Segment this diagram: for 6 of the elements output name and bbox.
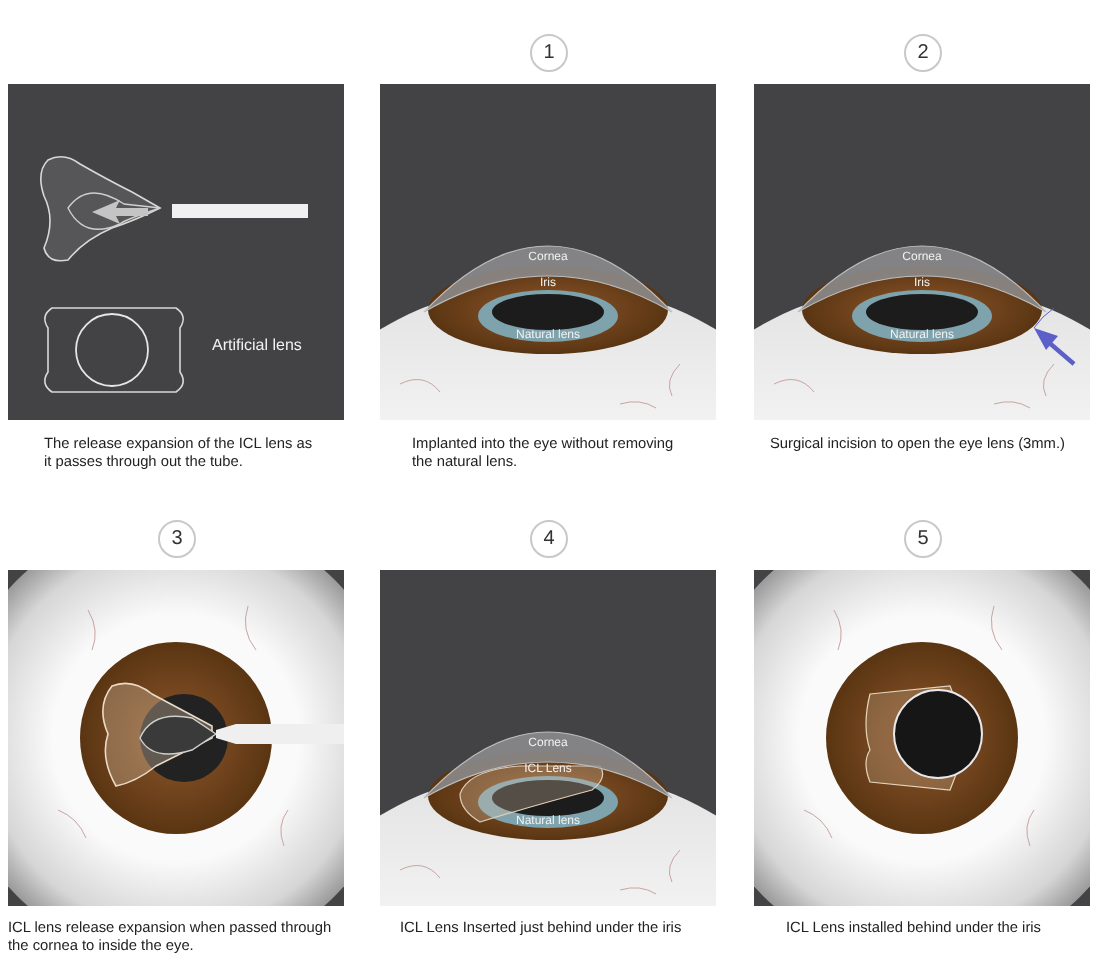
step-number: 3	[158, 520, 196, 558]
step-number: 2	[904, 34, 942, 72]
step-number: 5	[904, 520, 942, 558]
step-number: 1	[530, 34, 568, 72]
part-label: Artificial lens	[212, 336, 302, 356]
step-number: 4	[530, 520, 568, 558]
